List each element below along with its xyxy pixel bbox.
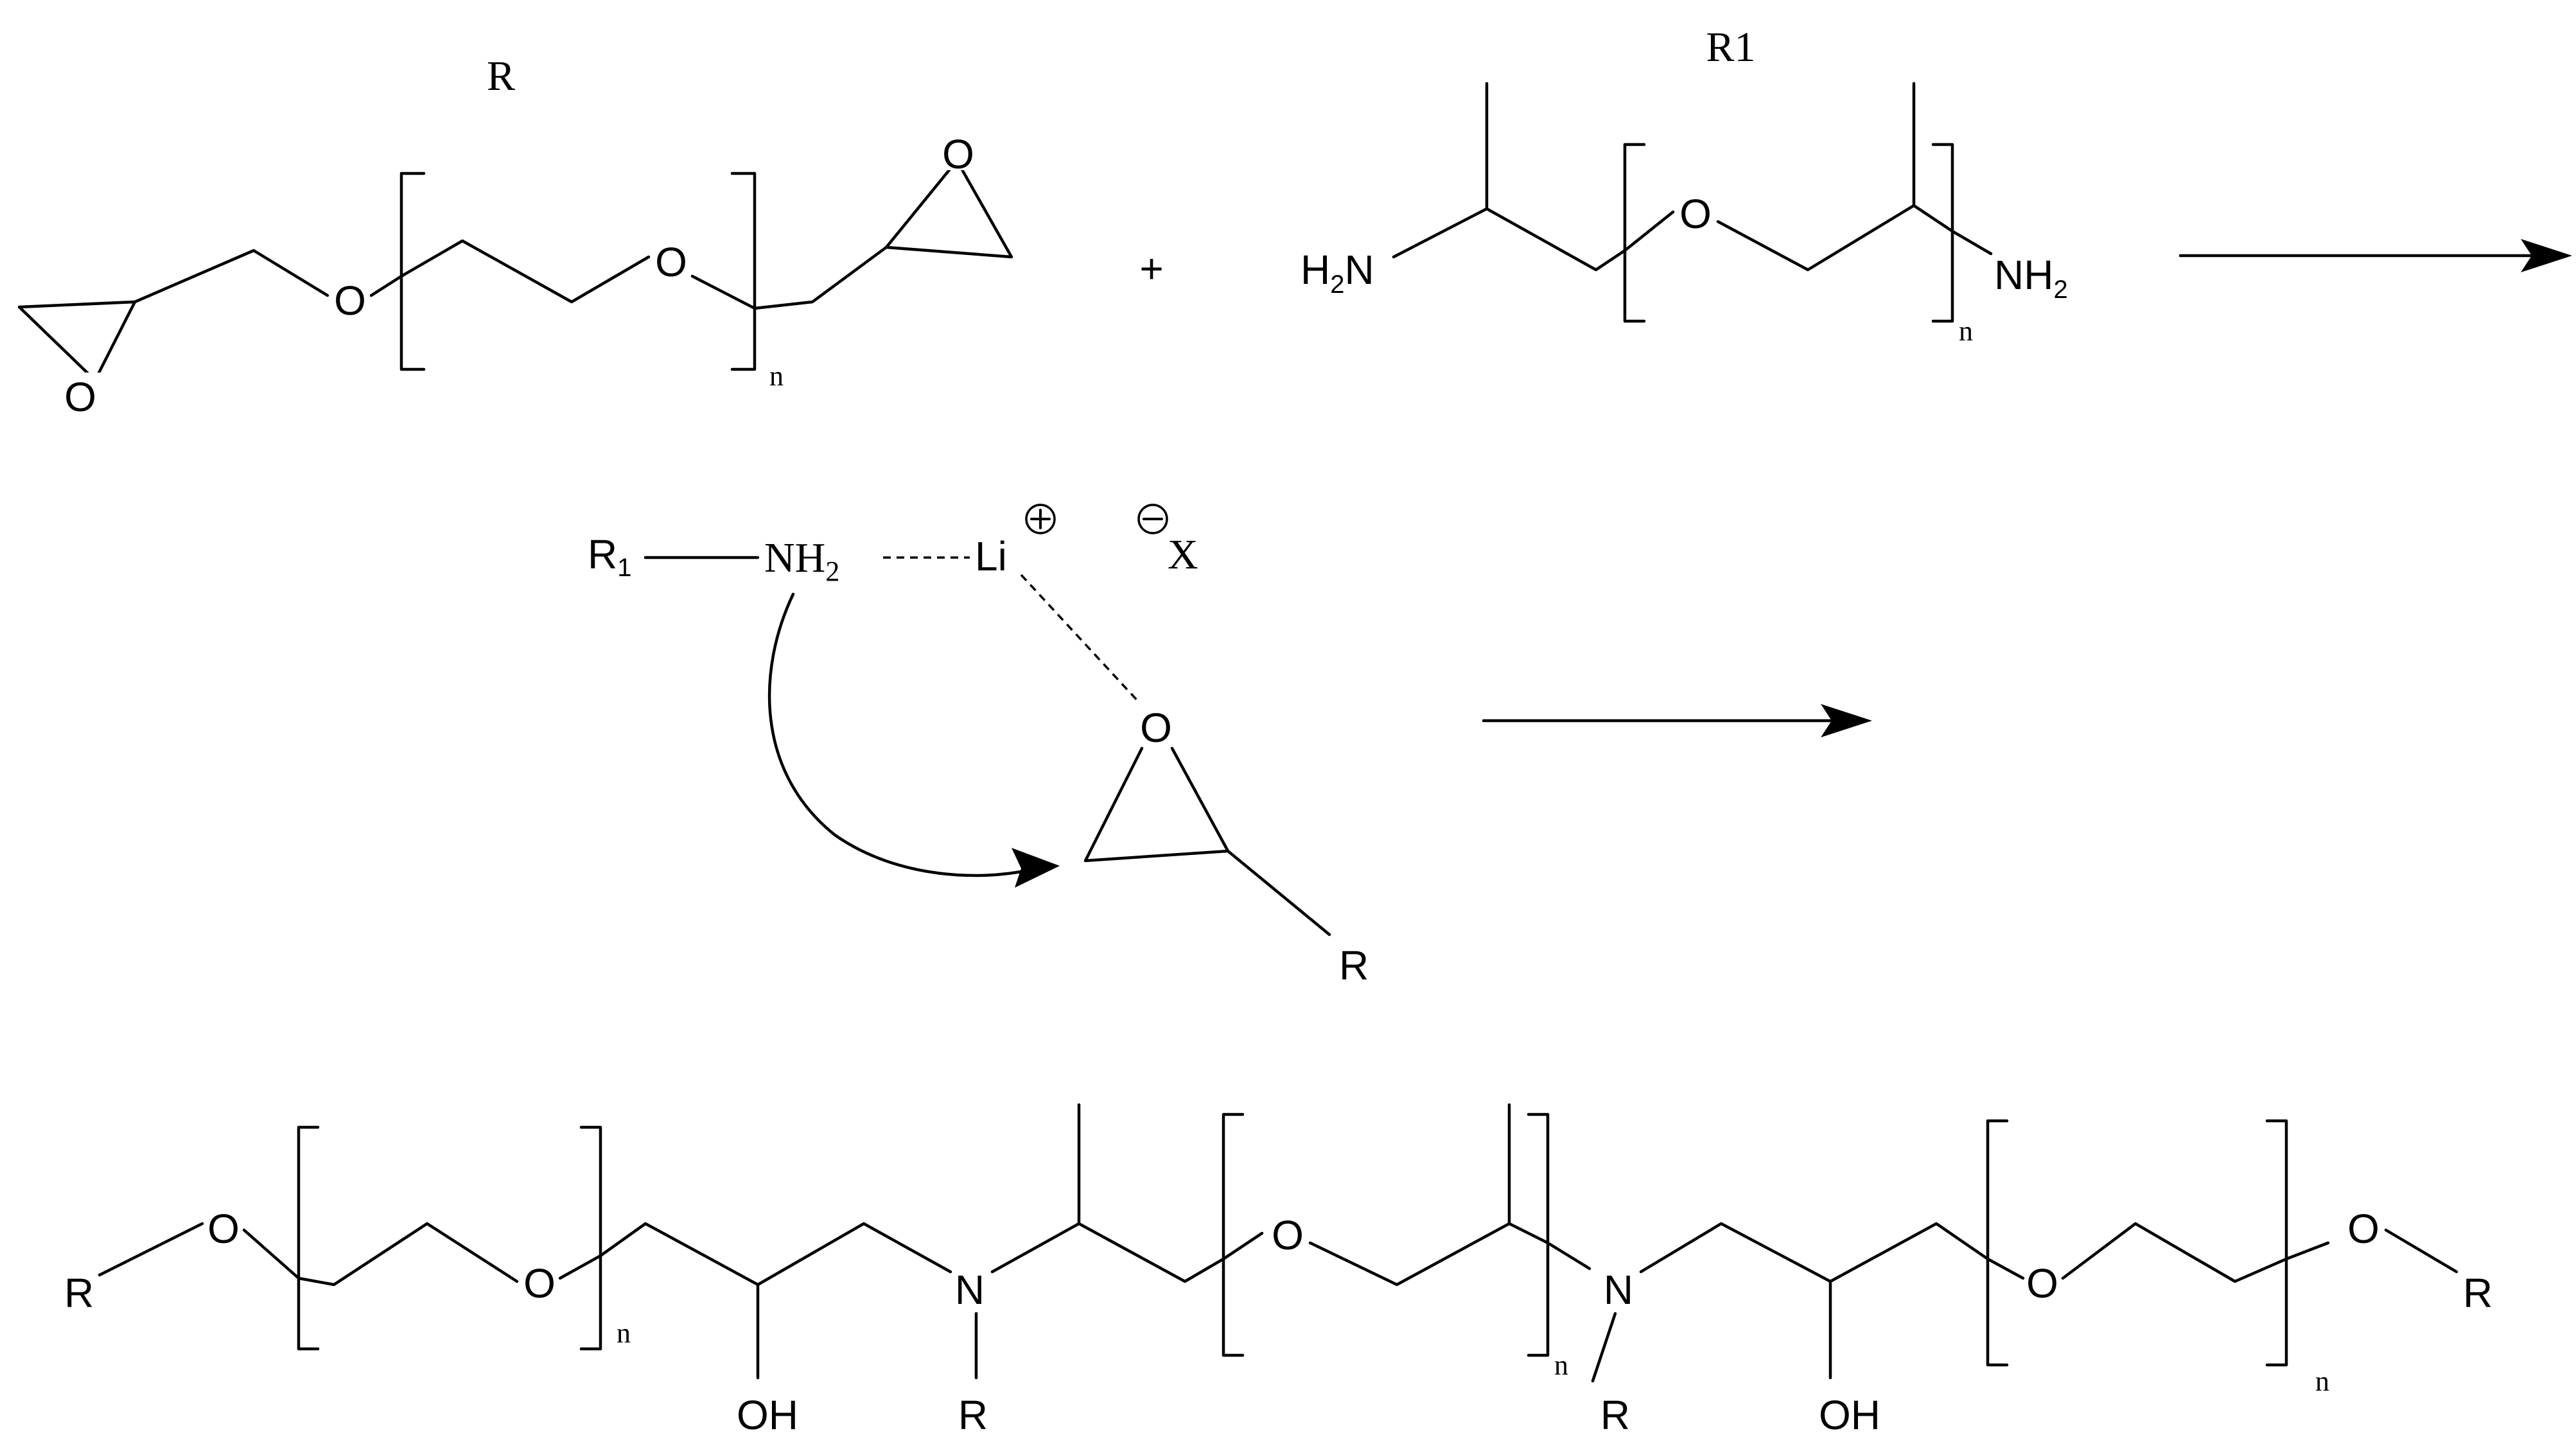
product: R O O n OH N R O n N R OH O (64, 1103, 2493, 1438)
prod-chain-7 (1546, 1241, 1591, 1271)
oxygen-1: O (334, 277, 366, 324)
epoxide-ring-mech (1083, 746, 1230, 863)
amine-left: H2N (1301, 247, 1374, 299)
oxygen-p5: O (2347, 1206, 2379, 1252)
nh2-mech: NH2 (764, 534, 839, 587)
right-epoxide-ring (884, 159, 1013, 259)
nucleophilic-attack-arrow (767, 592, 1030, 877)
minus-charge-icon (1137, 504, 1168, 534)
bracket-left-p3 (1986, 1119, 2009, 1367)
bracket-right-1 (730, 171, 757, 371)
label-r-mech: R (1339, 942, 1369, 989)
prod-chain-10 (2384, 1228, 2458, 1274)
chain-right (753, 245, 888, 310)
oxygen-p2: O (523, 1260, 556, 1306)
amine-right: NH2 (1994, 252, 2068, 304)
prod-peg-unit-1 (297, 1222, 519, 1287)
r1-unit-chain-a (1623, 210, 1675, 252)
prod-chain-5 (1222, 1231, 1264, 1261)
label-r-prod-left: R (64, 1270, 94, 1316)
nitrogen-2: N (1604, 1267, 1633, 1313)
reactant-r1: R1 H2N O n NH2 (1301, 24, 2068, 347)
left-epoxide-oxygen: O (64, 374, 96, 420)
bracket-left-p1 (297, 1125, 320, 1351)
prod-hydroxy-chain-2 (1639, 1222, 1990, 1283)
label-r1-top: R1 (1706, 24, 1755, 71)
mechanism: R1 NH2 Li X O R (588, 504, 1369, 989)
n2-r-bond (1591, 1312, 1617, 1383)
counter-anion-x: X (1168, 531, 1198, 578)
bracket-left-1 (399, 171, 426, 371)
prod-chain-3 (558, 1254, 602, 1280)
li-o-dashed-bond (1020, 574, 1141, 705)
chain-bracket-2 (690, 274, 757, 310)
prod-chain-9 (2284, 1241, 2330, 1261)
amine-chain-left (1392, 207, 1627, 272)
bracket-right-p3 (2265, 1119, 2288, 1367)
bracket-left-p2 (1222, 1112, 1245, 1357)
label-r1-mech: R1 (588, 531, 631, 582)
hydroxyl-1: OH (737, 1392, 798, 1438)
bracket-right-p2 (1527, 1112, 1550, 1357)
right-epoxide-oxygen: O (942, 131, 974, 177)
label-r-n2: R (1600, 1392, 1630, 1438)
epoxide-r-bond (1226, 849, 1331, 937)
subscript-n-2: n (1959, 315, 1973, 347)
label-r-top: R (487, 53, 515, 100)
subscript-n-p1: n (617, 1317, 631, 1349)
bracket-left-2 (1623, 143, 1646, 323)
amine-chain-right (1950, 229, 1993, 256)
nitrogen-1: N (955, 1267, 985, 1313)
plus-charge-icon (1025, 504, 1056, 534)
reaction-arrow-2 (1482, 704, 1872, 737)
reaction-arrow-1 (2178, 239, 2572, 272)
prod-chain-4 (990, 1222, 1225, 1283)
subscript-n-p2: n (1554, 1350, 1568, 1381)
prod-hydroxy-chain (599, 1222, 952, 1287)
label-r-n1: R (958, 1392, 988, 1438)
chain-bracket-1 (369, 274, 403, 297)
prod-chain-1 (98, 1222, 204, 1277)
epoxide-oxygen-mech: O (1140, 705, 1172, 751)
prod-chain-2 (242, 1228, 301, 1280)
prod-chain-6 (1308, 1222, 1550, 1287)
label-r-prod-right: R (2463, 1270, 2493, 1316)
plus-sign: + (1139, 245, 1163, 292)
reactant-r: R O O O n O (17, 53, 1013, 420)
r1-unit-chain-b (1716, 204, 1954, 272)
oxygen-p1: O (207, 1206, 240, 1252)
bracket-right-2 (1931, 143, 1954, 323)
oxygen-2: O (655, 239, 687, 285)
lithium: Li (975, 533, 1007, 579)
hydroxyl-2: OH (1819, 1392, 1880, 1438)
oxygen-3: O (1679, 191, 1712, 237)
peg-unit-chain (399, 239, 651, 304)
left-epoxide-ring (17, 300, 137, 382)
prod-chain-8 (1986, 1257, 2025, 1280)
oxygen-p3: O (1272, 1212, 1304, 1258)
bracket-right-p1 (579, 1125, 602, 1351)
prod-peg-unit-3 (2061, 1222, 2288, 1283)
oxygen-p4: O (2026, 1260, 2058, 1306)
subscript-n-1: n (769, 360, 784, 392)
chain-left (133, 249, 329, 304)
subscript-n-p3: n (2315, 1366, 2329, 1397)
